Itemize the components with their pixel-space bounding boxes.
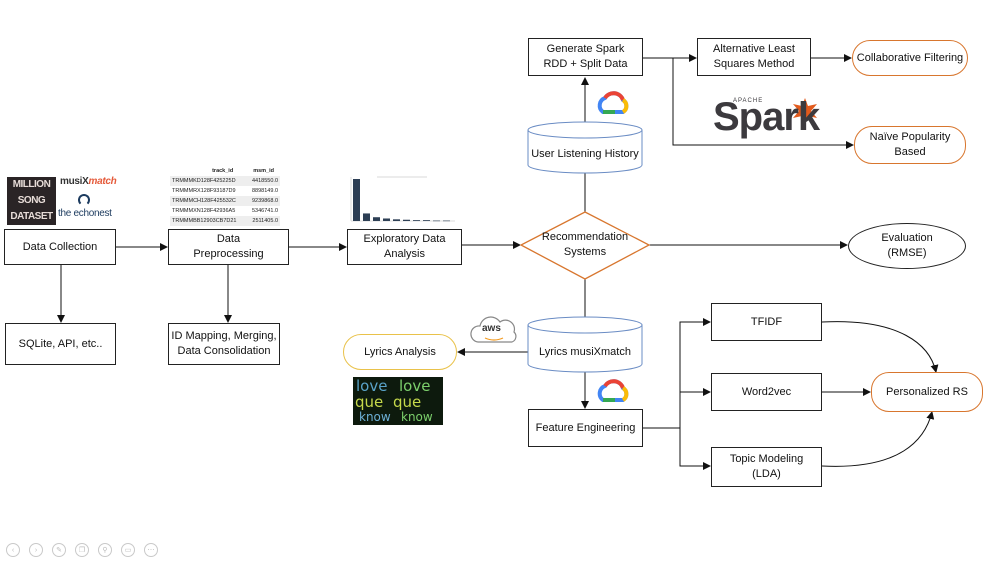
arrow-fe-to-topic: [679, 428, 711, 470]
lyrics-analysis-node: Lyrics Analysis: [343, 334, 457, 370]
table-row: TRMMMXN128F42936A5 5346741.0: [170, 206, 280, 216]
recsys-diamond-shape: [519, 211, 651, 280]
eda-bar: [353, 179, 360, 221]
table-cell: TRMMMXN128F42936A5: [172, 208, 236, 214]
eda-bar: [423, 220, 430, 221]
next-icon[interactable]: ›: [29, 543, 43, 557]
logo-text: DATASET: [10, 211, 53, 222]
eda-bar: [363, 213, 370, 221]
lyrics-musixmatch-node: Lyrics musiXmatch: [539, 346, 631, 358]
table-row: TRMMMBB12903CB7D21 2511405.0: [170, 216, 280, 226]
tfidf-node: TFIDF: [711, 303, 822, 341]
eda-bar: [443, 220, 450, 222]
wordcloud-word: know: [359, 410, 391, 424]
copy-icon[interactable]: ❐: [75, 543, 89, 557]
table-cell: 2511405.0: [252, 218, 278, 224]
arrow-tfidf-to-personalized: [821, 321, 939, 373]
eda-bar: [373, 217, 380, 221]
subtitles-icon[interactable]: ▭: [121, 543, 135, 557]
arrow-topic-to-personalized: [821, 411, 935, 467]
apache-label: APACHE: [733, 98, 764, 104]
echonest-logo: the echonest: [58, 208, 112, 219]
preview-table: track_id msm_id TRMMMKD128F425225D 441855…: [170, 168, 280, 226]
table-row: TRMMMCH128F425532C 9239868.0: [170, 196, 280, 206]
aws-cloud-icon: [470, 316, 517, 343]
eda-chart-thumbnail: [347, 175, 459, 225]
table-cell: TRMMMKD128F425225D: [172, 178, 236, 184]
history-cylinder-shape: [527, 121, 643, 174]
table-cell: 9239868.0: [252, 198, 278, 204]
logo-text: MILLION: [12, 179, 51, 190]
wordcloud-word: love: [399, 377, 431, 395]
evaluation-node: Evaluation (RMSE): [848, 223, 966, 269]
data-preprocessing-node: Data Preprocessing: [168, 229, 289, 265]
spark-star-icon: [793, 98, 817, 124]
pen-icon[interactable]: ✎: [52, 543, 66, 557]
arrow-fe-to-tfidf: [679, 318, 711, 428]
recsys-node: Recommendation Systems: [541, 231, 629, 258]
table-cell: 5346741.0: [252, 208, 278, 214]
google-cloud-icon: [597, 91, 629, 114]
logo-text: SONG: [17, 195, 46, 206]
lyrics-wordcloud-image: love love que que know know: [353, 377, 443, 425]
table-cell: TRMMMBB12903CB7D21: [172, 218, 237, 224]
feature-engineering-node: Feature Engineering: [528, 409, 643, 447]
table-cell: 8898149.0: [252, 188, 278, 194]
slide-toolbar: ‹ › ✎ ❐ ⚲ ▭ ⋯: [6, 543, 158, 557]
table-row: TRMMMRX128F93187D9 8898149.0: [170, 186, 280, 196]
generate-spark-node: Generate Spark RDD + Split Data: [528, 38, 643, 76]
musixmatch-logo: musiXmatch: [60, 176, 117, 187]
data-collection-node: Data Collection: [4, 229, 116, 265]
lyrics-cylinder-shape: [527, 316, 643, 373]
word2vec-node: Word2vec: [711, 373, 822, 411]
echonest-icon: [78, 194, 90, 206]
preview-table-header: track_id msm_id: [170, 168, 280, 174]
naive-popularity-node: Naïve Popularity Based: [854, 126, 966, 164]
topic-modeling-node: Topic Modeling (LDA): [711, 447, 822, 487]
prev-icon[interactable]: ‹: [6, 543, 20, 557]
sqlite-api-node: SQLite, API, etc..: [5, 323, 116, 365]
wordcloud-word: love: [356, 377, 388, 395]
google-cloud-icon: [597, 379, 629, 402]
als-node: Alternative Least Squares Method: [697, 38, 811, 76]
arrow-spark-to-naive: [672, 58, 854, 149]
eda-bar: [413, 220, 420, 221]
table-cell: TRMMMCH128F425532C: [172, 198, 236, 204]
million-song-dataset-logo: MILLION SONG DATASET: [7, 177, 56, 225]
table-header-cell: msm_id: [253, 168, 274, 174]
spark-logo: Spark: [713, 95, 820, 139]
wordcloud-word: que: [355, 393, 384, 411]
collaborative-filtering-node: Collaborative Filtering: [852, 40, 968, 76]
personalized-rs-node: Personalized RS: [871, 372, 983, 412]
wordcloud-word: know: [401, 410, 433, 424]
eda-bar: [383, 218, 390, 221]
table-header-cell: track_id: [212, 168, 234, 174]
table-cell: 4418550.0: [252, 178, 278, 184]
eda-bar: [393, 219, 400, 221]
zoom-icon[interactable]: ⚲: [98, 543, 112, 557]
wordcloud-word: que: [393, 393, 422, 411]
eda-bar: [403, 219, 410, 221]
table-cell: TRMMMRX128F93187D9: [172, 188, 236, 194]
eda-bar: [433, 220, 440, 222]
user-listening-history-node: User Listening History: [531, 148, 639, 160]
table-row: TRMMMKD128F425225D 4418550.0: [170, 176, 280, 186]
more-icon[interactable]: ⋯: [144, 543, 158, 557]
aws-logo: aws: [482, 323, 501, 334]
eda-node: Exploratory Data Analysis: [347, 229, 462, 265]
id-mapping-node: ID Mapping, Merging, Data Consolidation: [168, 323, 280, 365]
